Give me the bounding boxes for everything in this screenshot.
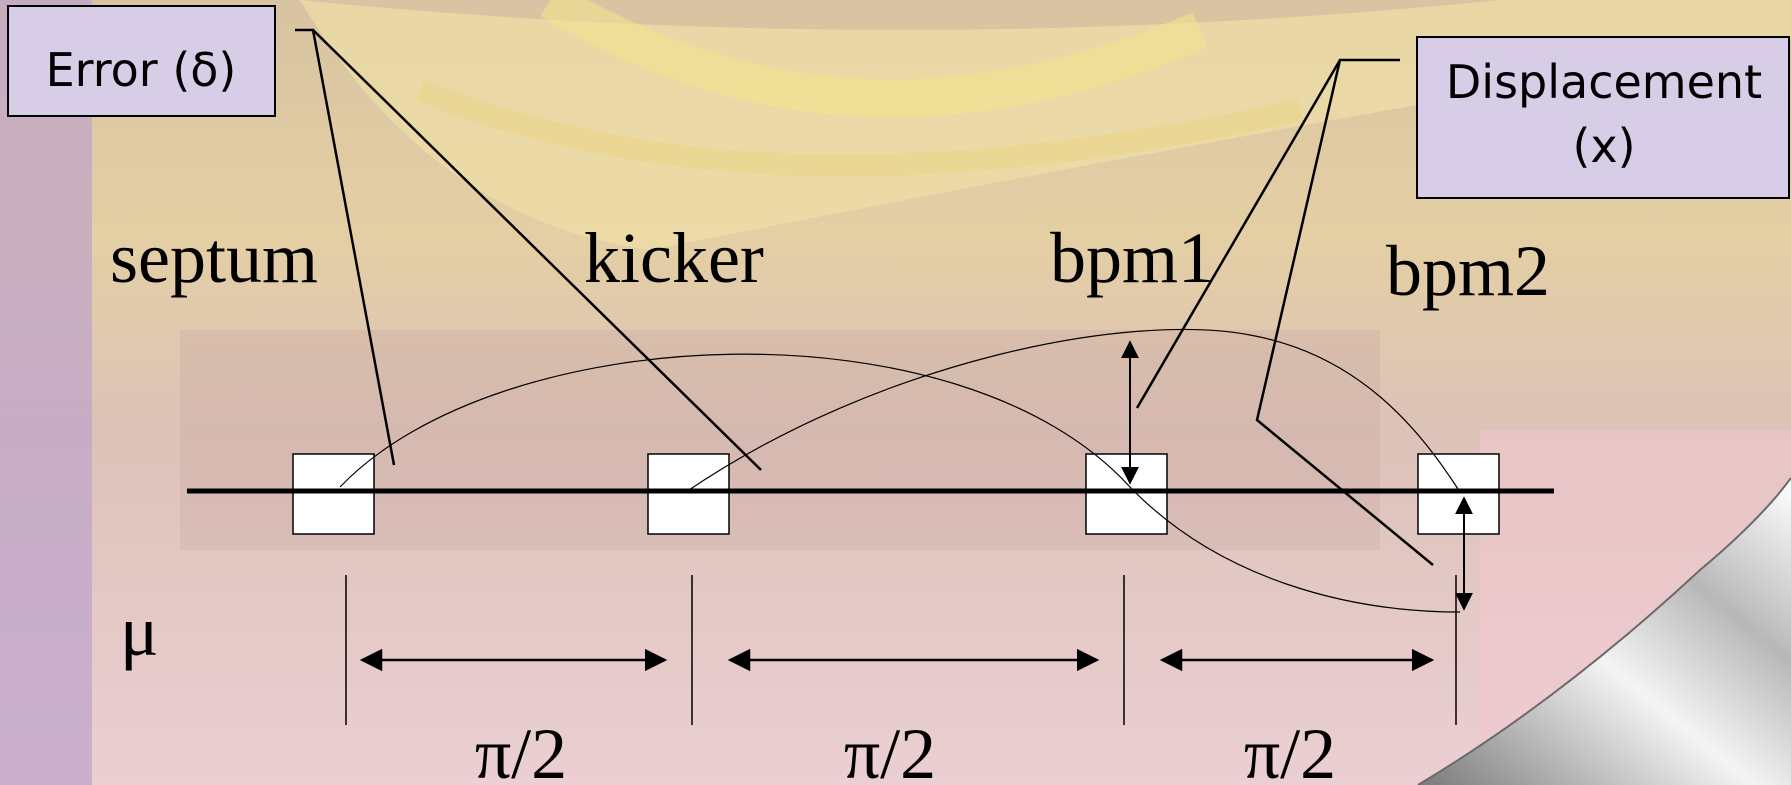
- left-sidebar-band: [0, 0, 92, 785]
- orbit-curve-2: [685, 328, 1461, 493]
- error-callout-box: [7, 5, 276, 117]
- error-callout-line: [312, 29, 762, 471]
- phase-interval-label: π/2: [844, 714, 936, 785]
- bpm2-label: bpm2: [1386, 231, 1550, 311]
- page-curl: [1418, 478, 1791, 785]
- error-callout-label: Error (δ): [46, 43, 237, 97]
- displacement-callout-label: Displacement: [1446, 55, 1762, 109]
- background-tunnel-band: [180, 330, 1380, 550]
- phase-symbol: μ: [120, 591, 159, 671]
- bpm1-label: bpm1: [1050, 218, 1214, 298]
- orbit-curve-1: [339, 353, 1461, 613]
- displacement-callout-line: [1255, 59, 1434, 566]
- phase-interval-label: π/2: [1244, 714, 1336, 785]
- displacement-callout-label: (x): [1572, 119, 1635, 173]
- phase-interval-label: π/2: [475, 714, 567, 785]
- kicker-label: kicker: [584, 218, 764, 298]
- bpm2-box: [1417, 453, 1500, 535]
- background-beam-streak: [540, 0, 1208, 118]
- bpm1-box: [1085, 453, 1168, 535]
- displacement-callout-box: [1416, 36, 1790, 199]
- page-curl-edge: [1417, 477, 1791, 785]
- kicker-box: [647, 453, 730, 535]
- background-beam-streak: [415, 79, 1303, 177]
- septum-label: septum: [110, 218, 318, 298]
